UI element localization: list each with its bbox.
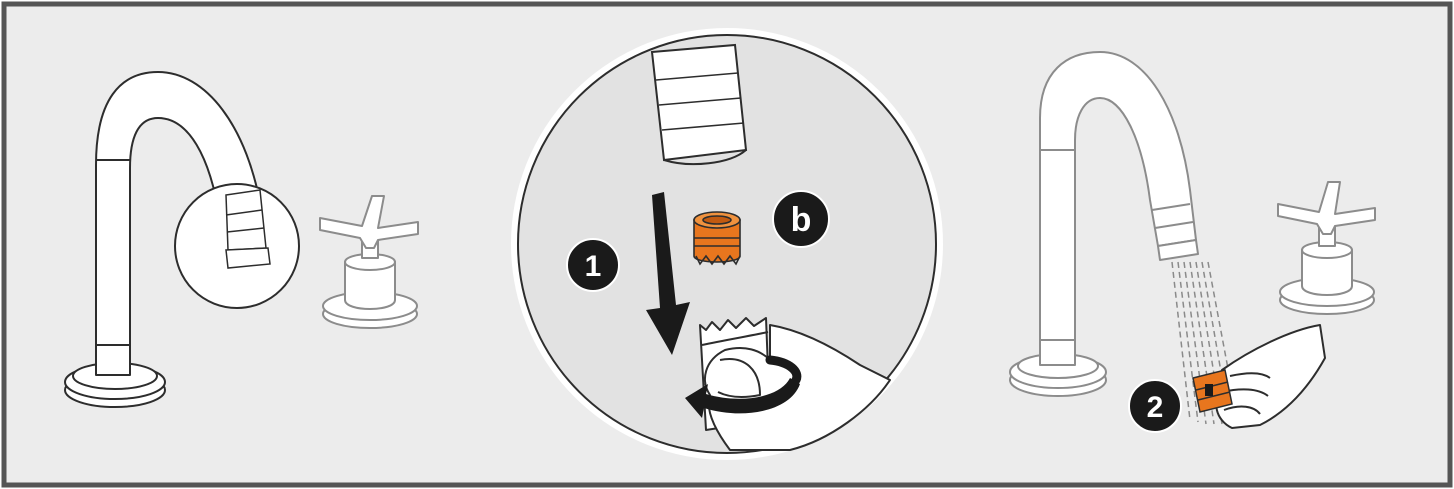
step-b-badge: b: [773, 191, 829, 247]
step-1-badge: 1: [567, 239, 619, 291]
step-1-label: 1: [585, 250, 602, 283]
magnifier-circle: [175, 184, 299, 308]
step-b-label: b: [791, 201, 812, 239]
aerator-icon: [1193, 370, 1232, 412]
spout-end: [652, 45, 746, 164]
step-2-badge: 2: [1129, 380, 1181, 432]
aerator-icon: [694, 212, 740, 264]
step-2-label: 2: [1147, 391, 1164, 424]
